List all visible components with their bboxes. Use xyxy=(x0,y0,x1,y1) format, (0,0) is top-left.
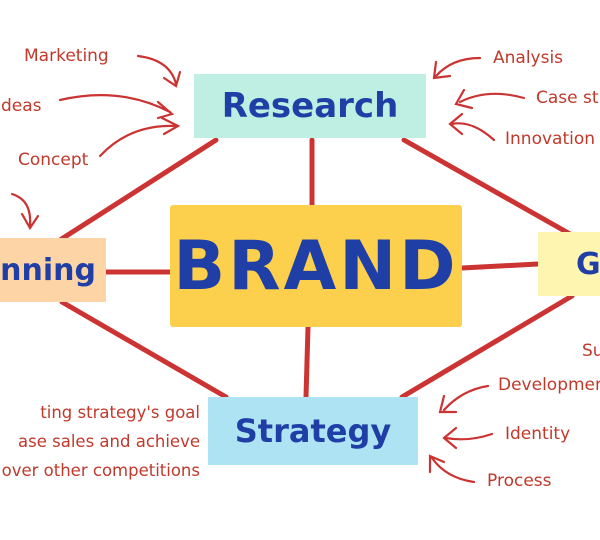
research-box: Research xyxy=(194,74,426,138)
note-process: Process xyxy=(487,471,552,491)
note-success: Su xyxy=(582,341,600,361)
strategy-box: Strategy xyxy=(208,397,418,465)
arrow-planning xyxy=(10,192,40,231)
connector-goal-brand xyxy=(459,261,541,271)
arrow-concept xyxy=(98,116,181,158)
goal-box: G xyxy=(538,232,600,296)
arrow-marketing xyxy=(136,54,182,88)
strategy-note-line-2: ase sales and achieve xyxy=(18,432,200,451)
note-identity: Identity xyxy=(505,424,571,444)
brand-box: BRAND xyxy=(170,205,462,327)
planning-box: nning xyxy=(0,238,106,302)
strategy-note-line-1: ting strategy's goal xyxy=(40,403,200,422)
note-marketing: Marketing xyxy=(24,46,109,66)
note-development: Development xyxy=(498,375,600,395)
connector-goal-strategy xyxy=(399,293,575,400)
connector-research-goal xyxy=(401,137,573,237)
strategy-label: Strategy xyxy=(234,412,392,450)
note-innovation: Innovation xyxy=(505,129,596,149)
note-concept: Concept xyxy=(18,150,89,170)
arrow-process xyxy=(428,454,476,484)
arrow-identity xyxy=(442,426,494,450)
planning-label: nning xyxy=(0,252,96,288)
connector-research-planning xyxy=(57,137,219,243)
arrow-ideas xyxy=(58,94,175,120)
connector-planning-strategy xyxy=(59,299,229,400)
goal-label: G xyxy=(576,246,600,282)
brand-label: BRAND xyxy=(173,226,459,306)
arrow-development xyxy=(438,384,490,414)
connector-strategy-brand xyxy=(303,324,311,400)
arrow-innovation xyxy=(448,112,496,142)
research-label: Research xyxy=(221,86,399,126)
note-ideas: Ideas xyxy=(0,96,42,116)
arrow-analysis xyxy=(432,56,482,80)
note-analysis: Analysis xyxy=(493,48,564,68)
note-case-study: Case st xyxy=(536,88,599,108)
arrow-casestudy xyxy=(454,88,526,110)
strategy-note-line-3: over other competitions xyxy=(1,461,200,480)
